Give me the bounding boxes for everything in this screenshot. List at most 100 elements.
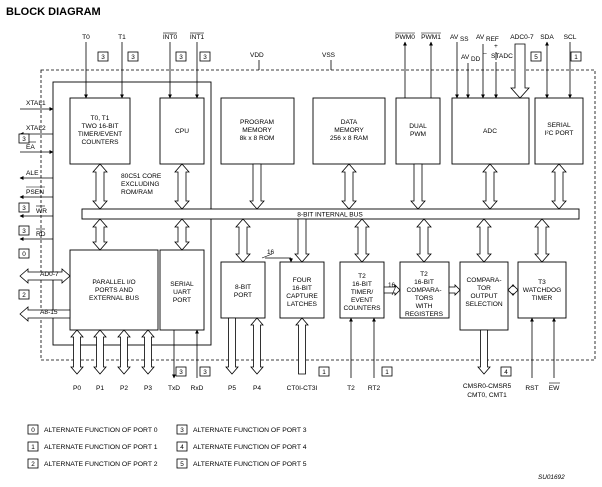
pin-ale: ALE xyxy=(26,170,39,177)
svg-text:ALTERNATE FUNCTION OF PORT 2: ALTERNATE FUNCTION OF PORT 2 xyxy=(44,461,158,468)
svg-text:TIMER/: TIMER/ xyxy=(351,289,374,296)
port-8bit-block: 8-BIT PORT xyxy=(220,261,266,319)
svg-text:SERIAL: SERIAL xyxy=(547,122,571,129)
svg-text:COMPARA-: COMPARA- xyxy=(406,287,441,294)
pin-ct: CT0I-CT3I xyxy=(287,385,318,392)
tag-a815: 2 xyxy=(18,289,30,300)
tag-ad: 0 xyxy=(18,248,30,259)
svg-text:ALTERNATE FUNCTION OF PORT 5: ALTERNATE FUNCTION OF PORT 5 xyxy=(193,461,307,468)
svg-text:MEMORY: MEMORY xyxy=(242,127,272,134)
cpu-block: CPU xyxy=(159,97,205,165)
svg-text:DD: DD xyxy=(471,56,481,63)
svg-text:CPU: CPU xyxy=(175,128,189,135)
svg-text:DATA: DATA xyxy=(341,119,358,126)
bus-arrow-capture-inputs xyxy=(295,317,309,375)
pin-a8-15: A8-15 xyxy=(40,309,58,316)
svg-text:3: 3 xyxy=(179,369,183,376)
svg-text:3: 3 xyxy=(131,54,135,61)
svg-text:T2: T2 xyxy=(358,273,366,280)
bus-arrow-t2-to-compare xyxy=(383,284,401,296)
svg-text:COUNTERS: COUNTERS xyxy=(82,139,120,146)
bus-arrow-serial-i2c xyxy=(551,163,567,210)
svg-text:3: 3 xyxy=(22,136,26,143)
tag-wr: 3 xyxy=(18,202,30,213)
svg-text:COMPARA-: COMPARA- xyxy=(466,277,501,284)
svg-text:ROM/RAM: ROM/RAM xyxy=(121,189,153,196)
svg-text:3: 3 xyxy=(203,54,207,61)
vdd-label: VDD xyxy=(250,52,264,59)
pin-ad0-7: AD0-7 xyxy=(40,271,59,278)
svg-text:3: 3 xyxy=(203,369,207,376)
bus-arrow-ad0-7 xyxy=(19,268,71,284)
svg-text:REGISTERS: REGISTERS xyxy=(405,311,444,318)
tag-t1: 3 xyxy=(127,51,139,62)
legend-item-5: 5 ALTERNATE FUNCTION OF PORT 5 xyxy=(176,458,307,469)
pin-p1: P1 xyxy=(96,385,104,392)
svg-text:TOR: TOR xyxy=(477,285,491,292)
parallel-io-block: PARALLEL I/O PORTS AND EXTERNAL BUS xyxy=(69,249,159,331)
pin-p3: P3 xyxy=(144,385,152,392)
svg-text:2: 2 xyxy=(31,461,35,468)
svg-text:SELECTION: SELECTION xyxy=(465,301,503,308)
svg-text:80C51 CORE: 80C51 CORE xyxy=(121,173,162,180)
svg-text:TWO 16-BIT: TWO 16-BIT xyxy=(82,123,119,130)
svg-text:0: 0 xyxy=(22,251,26,258)
figure-id: SU01692 xyxy=(538,474,565,481)
pin-rd: RD xyxy=(36,231,46,238)
pin-int0: INT0 xyxy=(163,34,178,41)
bus-arrow-comparator-out xyxy=(476,218,492,263)
svg-text:MEMORY: MEMORY xyxy=(334,127,364,134)
timer-block: T0, T1 TWO 16-BIT TIMER/EVENT COUNTERS xyxy=(69,97,131,165)
capture-latches-block: FOUR 16-BIT CAPTURE LATCHES xyxy=(279,261,325,319)
legend-item-2: 2 ALTERNATE FUNCTION OF PORT 2 xyxy=(27,458,158,469)
vss-label: VSS xyxy=(322,52,336,59)
svg-text:EXCLUDING: EXCLUDING xyxy=(121,181,159,188)
pin-stadc: STADC xyxy=(491,53,513,60)
bus-arrow-adc-input xyxy=(510,43,530,99)
pin-p2: P2 xyxy=(120,385,128,392)
adc-block: ADC xyxy=(451,97,530,165)
svg-text:3: 3 xyxy=(101,54,105,61)
svg-text:EXTERNAL BUS: EXTERNAL BUS xyxy=(89,295,140,302)
svg-text:T0, T1: T0, T1 xyxy=(91,115,110,122)
svg-text:SS: SS xyxy=(460,36,469,43)
svg-text:ALTERNATE FUNCTION OF PORT 3: ALTERNATE FUNCTION OF PORT 3 xyxy=(193,427,307,434)
bus-arrow-port-p0 xyxy=(70,329,84,375)
svg-text:CAPTURE: CAPTURE xyxy=(286,293,318,300)
svg-text:PROGRAM: PROGRAM xyxy=(240,119,274,126)
tag-txd: 3 xyxy=(175,366,187,377)
tag-int1: 3 xyxy=(199,51,211,62)
svg-text:TIMER/EVENT: TIMER/EVENT xyxy=(78,131,122,138)
svg-text:I²C PORT: I²C PORT xyxy=(545,130,574,137)
svg-text:SERIAL: SERIAL xyxy=(170,281,194,288)
tag-scl: 1 xyxy=(570,51,582,62)
svg-text:TIMER: TIMER xyxy=(532,295,553,302)
svg-text:OUTPUT: OUTPUT xyxy=(470,293,497,300)
svg-text:0: 0 xyxy=(31,427,35,434)
pin-scl: SCL xyxy=(564,34,577,41)
tag-rd: 3 xyxy=(18,225,30,236)
tag-cmsr: 4 xyxy=(500,366,512,377)
dual-pwm-block: DUAL PWM xyxy=(395,97,441,165)
pin-cmsr: CMSR0-CMSR5 xyxy=(463,383,512,390)
pin-avref: AV REF xyxy=(476,34,499,43)
comparator-output-block: COMPARA- TOR OUTPUT SELECTION xyxy=(459,261,509,331)
svg-text:AV: AV xyxy=(476,34,485,41)
pin-p0: P0 xyxy=(73,385,81,392)
bus-arrow-port-8bit xyxy=(235,218,251,263)
bus-arrow-dual-pwm xyxy=(410,163,426,210)
svg-text:5: 5 xyxy=(180,461,184,468)
data-memory-block: DATA MEMORY 256 x 8 RAM xyxy=(312,97,386,165)
svg-text:REF: REF xyxy=(486,36,499,43)
svg-text:2: 2 xyxy=(22,292,26,299)
pin-t2: T2 xyxy=(347,385,355,392)
bus-arrow-port-p1 xyxy=(93,329,107,375)
svg-text:1: 1 xyxy=(322,369,326,376)
pin-sda: SDA xyxy=(540,34,554,41)
svg-text:AV: AV xyxy=(461,54,470,61)
capture-bus-width: 16 xyxy=(267,249,275,256)
svg-text:T2: T2 xyxy=(420,271,428,278)
svg-text:LATCHES: LATCHES xyxy=(287,301,318,308)
